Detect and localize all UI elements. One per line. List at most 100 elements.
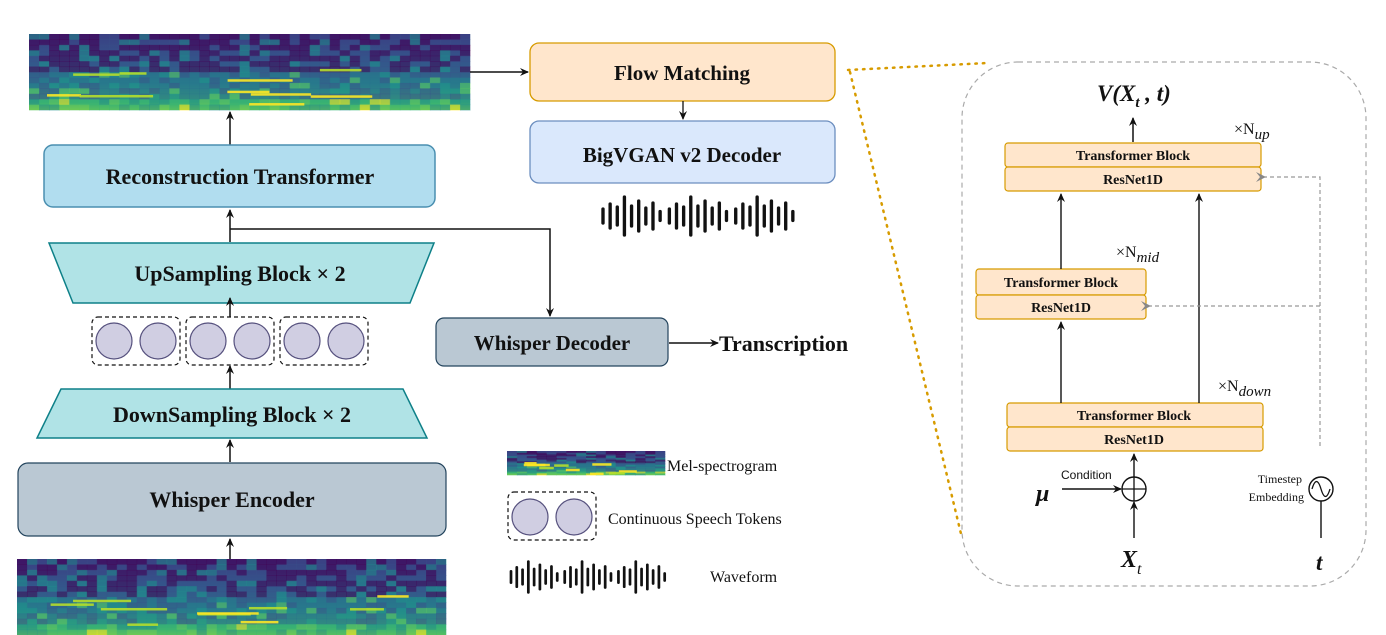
mel-top-cell <box>329 55 341 62</box>
mel-bottom-cell <box>376 624 387 631</box>
mel-bottom-cell <box>86 629 98 635</box>
legend-mel-label: Mel-spectrogram <box>667 458 778 475</box>
mel-top-cell <box>209 104 220 111</box>
mel-top-cell <box>329 72 341 78</box>
token-group <box>91 316 181 366</box>
mel-top-cell <box>289 82 301 89</box>
mel-bottom-cell <box>36 559 48 565</box>
mel-top-cell <box>389 77 401 84</box>
mel-top-cell <box>149 99 160 106</box>
mel-top-cell <box>359 77 371 84</box>
mel-bottom-cell <box>276 591 287 598</box>
mel-top-cell <box>329 44 341 51</box>
mel-bottom-cell <box>426 569 437 576</box>
mel-bottom-cell <box>336 624 347 631</box>
mel-top-cell <box>179 34 190 40</box>
mel-top-cell <box>129 104 140 111</box>
mel-top-cell <box>239 50 250 57</box>
mel-legend-cell <box>625 459 636 462</box>
mel-bottom-cell <box>196 597 208 603</box>
mel-legend-cell <box>576 466 587 469</box>
mel-bottom-cell <box>76 624 88 631</box>
mel-top-cell <box>159 72 170 78</box>
mel-bottom-cell <box>46 607 58 614</box>
mel-bottom-cell <box>156 586 168 593</box>
mel-top-cell <box>99 44 110 51</box>
mel-bottom-cell <box>206 569 218 576</box>
mel-top-cell <box>159 82 170 89</box>
mel-bottom-cell <box>146 607 158 614</box>
mel-legend-cell <box>605 456 617 459</box>
mel-bottom-cell <box>106 607 118 614</box>
upsampling-block: UpSampling Block × 2 <box>47 242 436 304</box>
mel-bottom-cell <box>426 602 437 609</box>
upsampling-block-label: UpSampling Block × 2 <box>134 261 345 286</box>
mel-legend-cell <box>655 473 666 476</box>
mel-bottom-cell <box>76 629 88 635</box>
mel-bottom-cell <box>46 569 58 576</box>
mel-top-cell <box>49 93 60 100</box>
mel-bottom-cell <box>216 559 228 565</box>
mel-top-cell <box>139 104 150 111</box>
mel-top-cell <box>189 44 200 51</box>
mel-bottom-cell <box>66 580 78 587</box>
mel-top-cell <box>459 61 471 68</box>
mel-bottom-cell <box>126 602 138 609</box>
mel-bottom-cell <box>176 569 188 576</box>
mel-bottom-cell <box>146 575 158 582</box>
mel-top-cell <box>119 39 130 46</box>
mel-top-cell <box>339 104 351 111</box>
mel-legend-cell <box>586 469 597 473</box>
mel-legend-cell <box>586 457 597 461</box>
mel-legend-cell <box>655 454 666 457</box>
mel-bottom-cell <box>76 591 88 598</box>
mel-bottom-cell <box>326 602 337 609</box>
mel-top-cell <box>69 39 80 46</box>
mel-bottom-cell <box>246 586 257 593</box>
timestep-to-up-line <box>1256 172 1321 446</box>
mel-legend-cell <box>507 473 518 476</box>
mel-top-cell <box>49 44 60 51</box>
mel-top-cell <box>459 77 471 84</box>
mel-bottom-cell <box>226 591 237 598</box>
mel-bottom-cell <box>376 629 387 635</box>
mel-top-cell <box>99 66 110 73</box>
sum-node <box>1121 476 1147 502</box>
mel-bottom-cell <box>126 629 138 635</box>
mel-bottom-cell <box>76 607 88 614</box>
mel-bottom-cell <box>326 559 337 565</box>
mel-top-cell <box>109 99 120 106</box>
mel-bottom-cell <box>226 607 237 614</box>
mel-top-cell <box>439 39 451 46</box>
condition-label: Condition <box>1061 468 1112 482</box>
mel-bottom-cell <box>246 629 257 635</box>
mel-legend-cell <box>516 471 528 474</box>
mel-bottom-cell <box>246 591 257 598</box>
mel-bottom-cell <box>196 559 208 565</box>
mel-top-cell <box>139 44 150 51</box>
mel-top-cell <box>339 72 351 78</box>
mel-bottom-cell <box>276 602 287 609</box>
mel-legend-cell <box>645 463 656 466</box>
mel-bottom-cell <box>376 618 387 625</box>
mel-bottom-cell <box>366 580 377 587</box>
mel-bottom-cell <box>17 624 28 631</box>
mel-bottom-cell <box>426 597 437 603</box>
mel-top-cell <box>299 34 311 40</box>
mel-bottom-cell <box>96 591 108 598</box>
mel-bottom-cell <box>416 618 427 625</box>
mel-top-cell <box>169 34 180 40</box>
mel-top-cell <box>249 34 261 40</box>
mel-bottom-cell <box>17 618 28 625</box>
mel-bottom-cell <box>406 629 417 635</box>
mel-top-cell <box>59 72 70 78</box>
mel-bottom-cell <box>246 624 257 631</box>
mel-top-cell <box>419 44 431 51</box>
mel-legend-cell <box>655 468 666 471</box>
mel-top-cell <box>209 55 220 62</box>
mel-bottom-cell <box>336 618 347 625</box>
mel-top-cell <box>39 44 50 51</box>
mel-legend-cell <box>556 456 567 459</box>
mel-top-cell <box>329 82 341 89</box>
mel-bottom-cell <box>56 597 68 603</box>
